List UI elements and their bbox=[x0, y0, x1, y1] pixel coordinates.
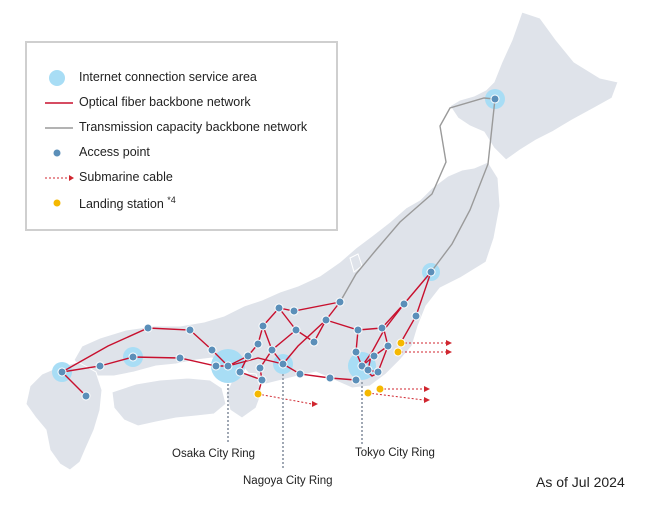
kii-peninsula bbox=[225, 371, 263, 419]
legend-access-point: Access point bbox=[27, 143, 336, 163]
submarine-arrowheads bbox=[312, 340, 452, 407]
nagoya-ring-label: Nagoya City Ring bbox=[243, 475, 333, 487]
transmission-network bbox=[339, 97, 496, 303]
landing-station-icon bbox=[53, 199, 61, 207]
legend-landing: Landing station *4 bbox=[27, 193, 336, 213]
landing-stations bbox=[253, 338, 406, 399]
tokyo-ring-label: Tokyo City Ring bbox=[355, 447, 435, 459]
legend-landing-label: Landing station *4 bbox=[79, 195, 176, 211]
shikoku-island bbox=[111, 377, 227, 427]
fiber-line-icon bbox=[45, 102, 73, 104]
legend-transmission-label: Transmission capacity backbone network bbox=[79, 120, 308, 134]
ring-pointers bbox=[227, 374, 363, 468]
legend-service-area-label: Internet connection service area bbox=[79, 70, 257, 84]
legend-fiber: Optical fiber backbone network bbox=[27, 93, 336, 113]
hokkaido-island bbox=[449, 11, 619, 161]
legend-access-point-label: Access point bbox=[79, 145, 150, 159]
access-point-icon bbox=[53, 149, 61, 157]
honshu-island bbox=[73, 161, 501, 389]
service-area-icon bbox=[49, 70, 65, 86]
osaka-ring-label: Osaka City Ring bbox=[172, 448, 256, 460]
legend-service-area: Internet connection service area bbox=[27, 68, 336, 88]
legend-landing-text: Landing station bbox=[79, 197, 164, 212]
submarine-cables bbox=[257, 342, 446, 405]
as-of-date: As of Jul 2024 bbox=[536, 474, 625, 490]
legend-fiber-label: Optical fiber backbone network bbox=[79, 95, 251, 109]
legend-submarine: Submarine cable bbox=[27, 168, 336, 188]
kyushu-island bbox=[25, 361, 103, 471]
legend-transmission: Transmission capacity backbone network bbox=[27, 118, 336, 138]
map-legend: Internet connection service area Optical… bbox=[25, 41, 338, 231]
submarine-cable-icon bbox=[45, 175, 74, 181]
legend-submarine-label: Submarine cable bbox=[79, 170, 173, 184]
transmission-line-icon bbox=[45, 127, 73, 129]
legend-landing-note: *4 bbox=[167, 195, 176, 205]
access-points bbox=[57, 94, 500, 401]
